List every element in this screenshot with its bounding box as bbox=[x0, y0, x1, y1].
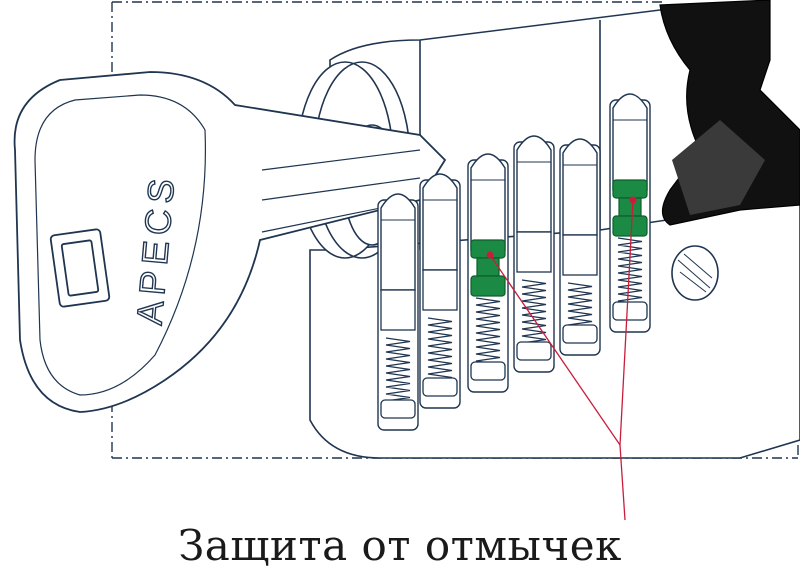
pin-5 bbox=[559, 138, 601, 356]
anti-pick-pin bbox=[470, 239, 506, 297]
spring bbox=[427, 317, 453, 382]
spring bbox=[385, 337, 411, 402]
cam-highlight bbox=[672, 120, 765, 215]
pin-1 bbox=[377, 193, 419, 431]
caption: Защита от отмычек bbox=[178, 521, 622, 570]
pin-3 bbox=[467, 153, 509, 393]
anti-pick-pin bbox=[612, 179, 648, 237]
spring bbox=[475, 297, 501, 369]
spring bbox=[617, 237, 643, 309]
spring bbox=[521, 279, 547, 344]
pin-stack bbox=[377, 93, 651, 431]
callout bbox=[486, 196, 637, 521]
pin-4 bbox=[513, 135, 555, 373]
pin-6 bbox=[609, 93, 651, 333]
pin-2 bbox=[419, 173, 461, 409]
spring bbox=[567, 282, 593, 326]
key: APECS bbox=[13, 71, 447, 413]
